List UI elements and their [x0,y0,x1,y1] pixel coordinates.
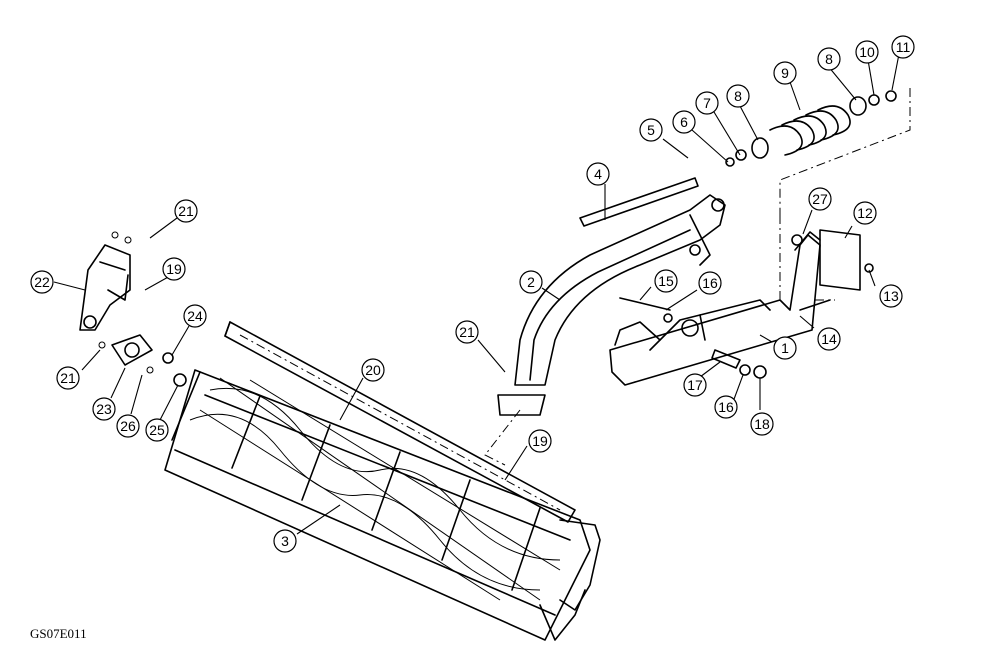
callout-23: 23 [92,397,116,421]
callout-16-lower: 16 [714,395,738,419]
callout-label: 9 [781,65,789,81]
callout-label: 24 [187,308,203,324]
callout-8-upper-right: 8 [817,47,841,71]
callout-19-lower: 19 [528,429,552,453]
callout-label: 18 [754,416,770,432]
callout-17: 17 [683,373,707,397]
callout-20: 20 [361,358,385,382]
callout-14: 14 [817,327,841,351]
callout-label: 10 [859,44,875,60]
callout-label: 1 [781,340,789,356]
callout-label: 5 [647,122,655,138]
callout-label: 4 [594,166,602,182]
callout-label: 14 [821,331,837,347]
callout-label: 7 [703,95,711,111]
callout-label: 21 [178,203,194,219]
callout-3: 3 [273,529,297,553]
callout-label: 8 [734,88,742,104]
callout-27: 27 [808,187,832,211]
callout-label: 15 [658,273,674,289]
callout-2: 2 [519,270,543,294]
callout-label: 11 [896,39,911,55]
spring [769,105,851,156]
pivot-frame [609,215,861,386]
callout-label: 26 [120,418,136,434]
callout-8-upper-left: 8 [726,84,750,108]
callout-label: 3 [281,533,289,549]
callout-18: 18 [750,412,774,436]
callout-label: 25 [149,422,165,438]
callout-1: 1 [773,336,797,360]
callout-label: 12 [857,205,873,221]
callout-label: 21 [459,324,475,340]
leader-lines [53,53,900,535]
callout-26: 26 [116,414,140,438]
callout-label: 27 [812,191,828,207]
callout-label: 22 [34,274,50,290]
phantom-lines [484,88,911,466]
callout-21-arm: 21 [455,320,479,344]
callout-4: 4 [586,162,610,186]
callout-label: 16 [718,399,734,415]
callout-24: 24 [183,304,207,328]
callout-label: 16 [702,275,718,291]
rod [579,177,699,227]
callout-11: 11 [891,35,915,59]
callout-7: 7 [695,91,719,115]
callout-label: 13 [883,288,899,304]
callout-label: 6 [680,114,688,130]
callout-15: 15 [654,269,678,293]
callout-12: 12 [853,201,877,225]
hardware [619,90,897,379]
callout-21-lower: 21 [56,366,80,390]
callout-label: 20 [365,362,381,378]
drawing-code: GS07E011 [30,626,87,641]
callout-label: 19 [166,261,182,277]
callout-5: 5 [639,118,663,142]
reel-assembly [164,369,601,641]
callout-19-left: 19 [162,257,186,281]
callout-label: 23 [96,401,112,417]
callout-13: 13 [879,284,903,308]
callout-16-upper: 16 [698,271,722,295]
lift-arm [497,194,726,416]
callout-label: 17 [687,377,703,393]
callout-10: 10 [855,40,879,64]
callout-6: 6 [672,110,696,134]
roller-bar [224,321,576,523]
callout-label: 8 [825,51,833,67]
callout-9: 9 [773,61,797,85]
callout-label: 19 [532,433,548,449]
bearing-bracket [79,231,187,387]
callout-25: 25 [145,418,169,442]
callout-21-upper: 21 [174,199,198,223]
callout-label: 21 [60,370,76,386]
callout-label: 2 [527,274,535,290]
callout-22: 22 [30,270,54,294]
